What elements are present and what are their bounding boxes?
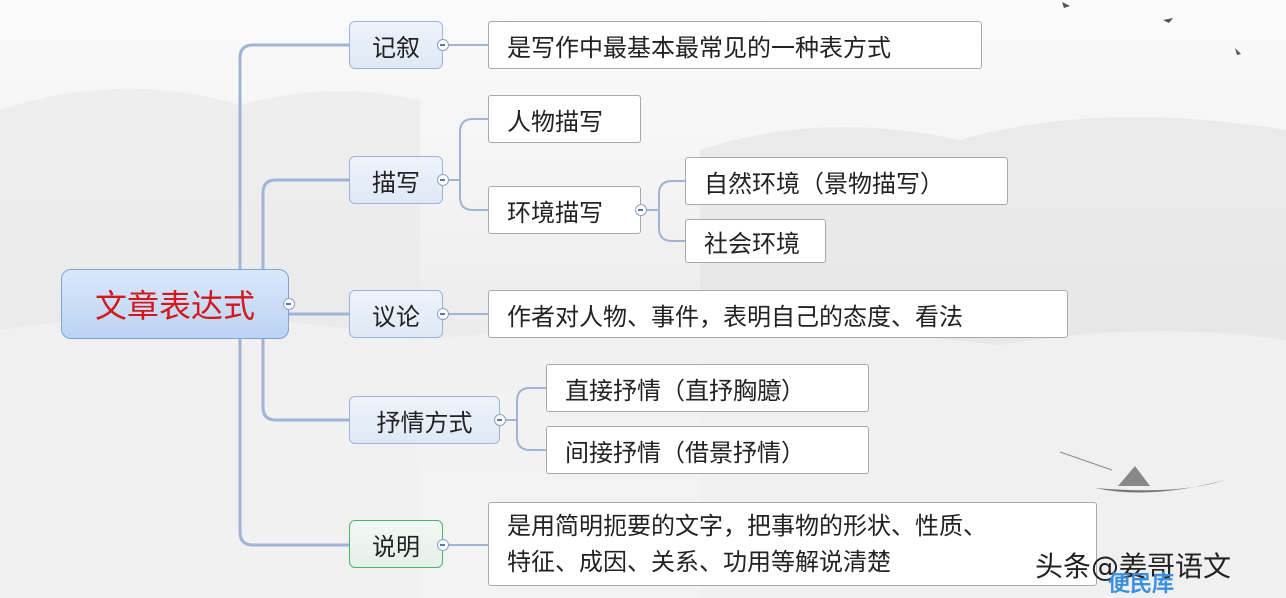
watermark-text: 头条@姜哥语文 — [1035, 550, 1232, 583]
root-label: 文章表达式 — [94, 287, 255, 325]
branch-yilun[interactable]: 议论 — [349, 290, 443, 338]
leaf-text: 环境描写 — [507, 198, 603, 227]
branch-jixu[interactable]: 记叙 — [349, 21, 443, 69]
collapse-icon[interactable] — [437, 308, 449, 320]
leaf-text: 自然环境（景物描写） — [704, 169, 944, 198]
collapse-icon[interactable] — [437, 174, 449, 186]
collapse-icon[interactable] — [437, 539, 449, 551]
leaf-text: 间接抒情（借景抒情） — [565, 438, 805, 467]
collapse-icon[interactable] — [437, 39, 449, 51]
collapse-icon[interactable] — [635, 204, 647, 216]
leaf-text-line1: 是用简明扼要的文字，把事物的形状、性质、 — [507, 512, 987, 540]
leaf-jixu-desc[interactable]: 是写作中最基本最常见的一种表方式 — [488, 21, 982, 69]
leaf-shehui[interactable]: 社会环境 — [685, 219, 826, 263]
branch-miaoxie[interactable]: 描写 — [349, 156, 443, 204]
leaf-text: 是写作中最基本最常见的一种表方式 — [507, 33, 891, 62]
leaf-zhijie[interactable]: 直接抒情（直抒胸臆） — [546, 364, 869, 412]
leaf-shuoming-desc[interactable]: 是用简明扼要的文字，把事物的形状、性质、 特征、成因、关系、功用等解说清楚 — [488, 502, 1097, 586]
branch-yilun-label: 议论 — [372, 302, 420, 331]
leaf-text: 作者对人物、事件，表明自己的态度、看法 — [507, 302, 963, 331]
leaf-text: 社会环境 — [704, 229, 800, 258]
branch-shuoming[interactable]: 说明 — [349, 520, 443, 568]
node-huanjing[interactable]: 环境描写 — [488, 186, 641, 234]
branch-shuqing-label: 抒情方式 — [376, 408, 473, 437]
leaf-text: 人物描写 — [507, 107, 603, 136]
watermark-badge: 便民库 — [1108, 572, 1175, 597]
branch-miaoxie-label: 描写 — [372, 168, 420, 197]
branch-shuqing[interactable]: 抒情方式 — [349, 396, 500, 444]
branch-jixu-label: 记叙 — [372, 33, 420, 62]
leaf-ziran[interactable]: 自然环境（景物描写） — [685, 157, 1008, 205]
leaf-text-line2: 特征、成因、关系、功用等解说清楚 — [507, 548, 891, 576]
collapse-icon[interactable] — [283, 298, 295, 310]
leaf-yilun-desc[interactable]: 作者对人物、事件，表明自己的态度、看法 — [488, 290, 1068, 338]
leaf-jianjie[interactable]: 间接抒情（借景抒情） — [546, 426, 869, 474]
collapse-icon[interactable] — [494, 414, 506, 426]
root-node[interactable]: 文章表达式 — [61, 269, 289, 339]
branch-shuoming-label: 说明 — [372, 532, 420, 561]
leaf-text: 直接抒情（直抒胸臆） — [565, 376, 805, 405]
leaf-renwu[interactable]: 人物描写 — [488, 95, 641, 143]
